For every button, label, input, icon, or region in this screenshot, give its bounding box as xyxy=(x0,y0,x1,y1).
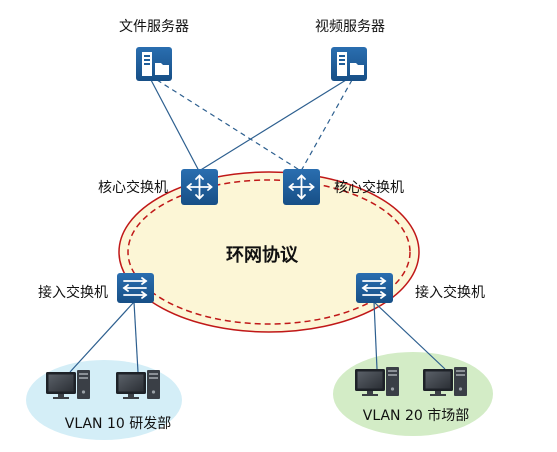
video-server-icon xyxy=(331,47,367,81)
access-switch-left-label: 接入交换机 xyxy=(38,284,108,301)
core-switch-left-icon xyxy=(181,169,218,205)
core-switch-right-label: 核心交换机 xyxy=(334,179,404,196)
access-switch-left-icon xyxy=(117,273,154,303)
vlan-20-label: VLAN 20 市场部 xyxy=(363,407,469,424)
core-switch-right-icon xyxy=(283,169,320,205)
ring-network xyxy=(118,171,420,333)
access-switch-right-icon xyxy=(356,273,393,303)
ring-protocol-label: 环网协议 xyxy=(226,244,299,266)
server-core-links xyxy=(150,79,353,172)
file-server-icon xyxy=(136,47,172,81)
core-switch-left-label: 核心交换机 xyxy=(98,179,168,196)
file-server-label: 文件服务器 xyxy=(119,19,189,35)
access-pc-links xyxy=(69,301,446,373)
vlan-10-label: VLAN 10 研发部 xyxy=(65,416,171,432)
access-switch-right-label: 接入交换机 xyxy=(415,284,485,301)
video-server-label: 视频服务器 xyxy=(315,19,385,35)
